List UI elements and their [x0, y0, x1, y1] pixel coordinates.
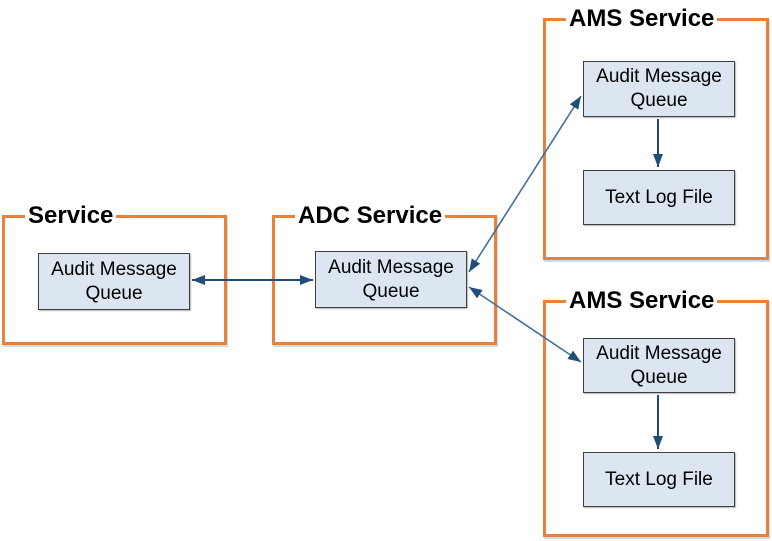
node-ams-bottom-audit-message-queue: Audit Message Queue: [583, 338, 735, 393]
node-ams-bottom-text-log-file: Text Log File: [583, 452, 735, 507]
node-label: Audit Message Queue: [596, 66, 722, 111]
container-ams-service-top-title: AMS Service: [566, 6, 718, 32]
container-adc-service-title: ADC Service: [295, 203, 446, 229]
container-ams-service-bottom: AMS Service: [543, 288, 769, 537]
node-label: Text Log File: [605, 186, 713, 208]
node-ams-top-text-log-file: Text Log File: [583, 170, 735, 225]
container-ams-service-top: AMS Service: [543, 6, 769, 260]
node-label: Audit Message Queue: [328, 256, 454, 302]
node-service-audit-message-queue: Audit Message Queue: [38, 253, 190, 310]
container-service-title: Service: [25, 203, 117, 229]
node-label: Audit Message Queue: [51, 258, 177, 304]
node-label: Audit Message Queue: [596, 342, 722, 388]
node-ams-top-audit-message-queue: Audit Message Queue: [583, 61, 735, 117]
node-label: Text Log File: [605, 468, 713, 490]
node-adc-audit-message-queue: Audit Message Queue: [315, 251, 467, 308]
container-service: Service: [2, 203, 227, 345]
container-ams-service-bottom-title: AMS Service: [566, 288, 718, 314]
